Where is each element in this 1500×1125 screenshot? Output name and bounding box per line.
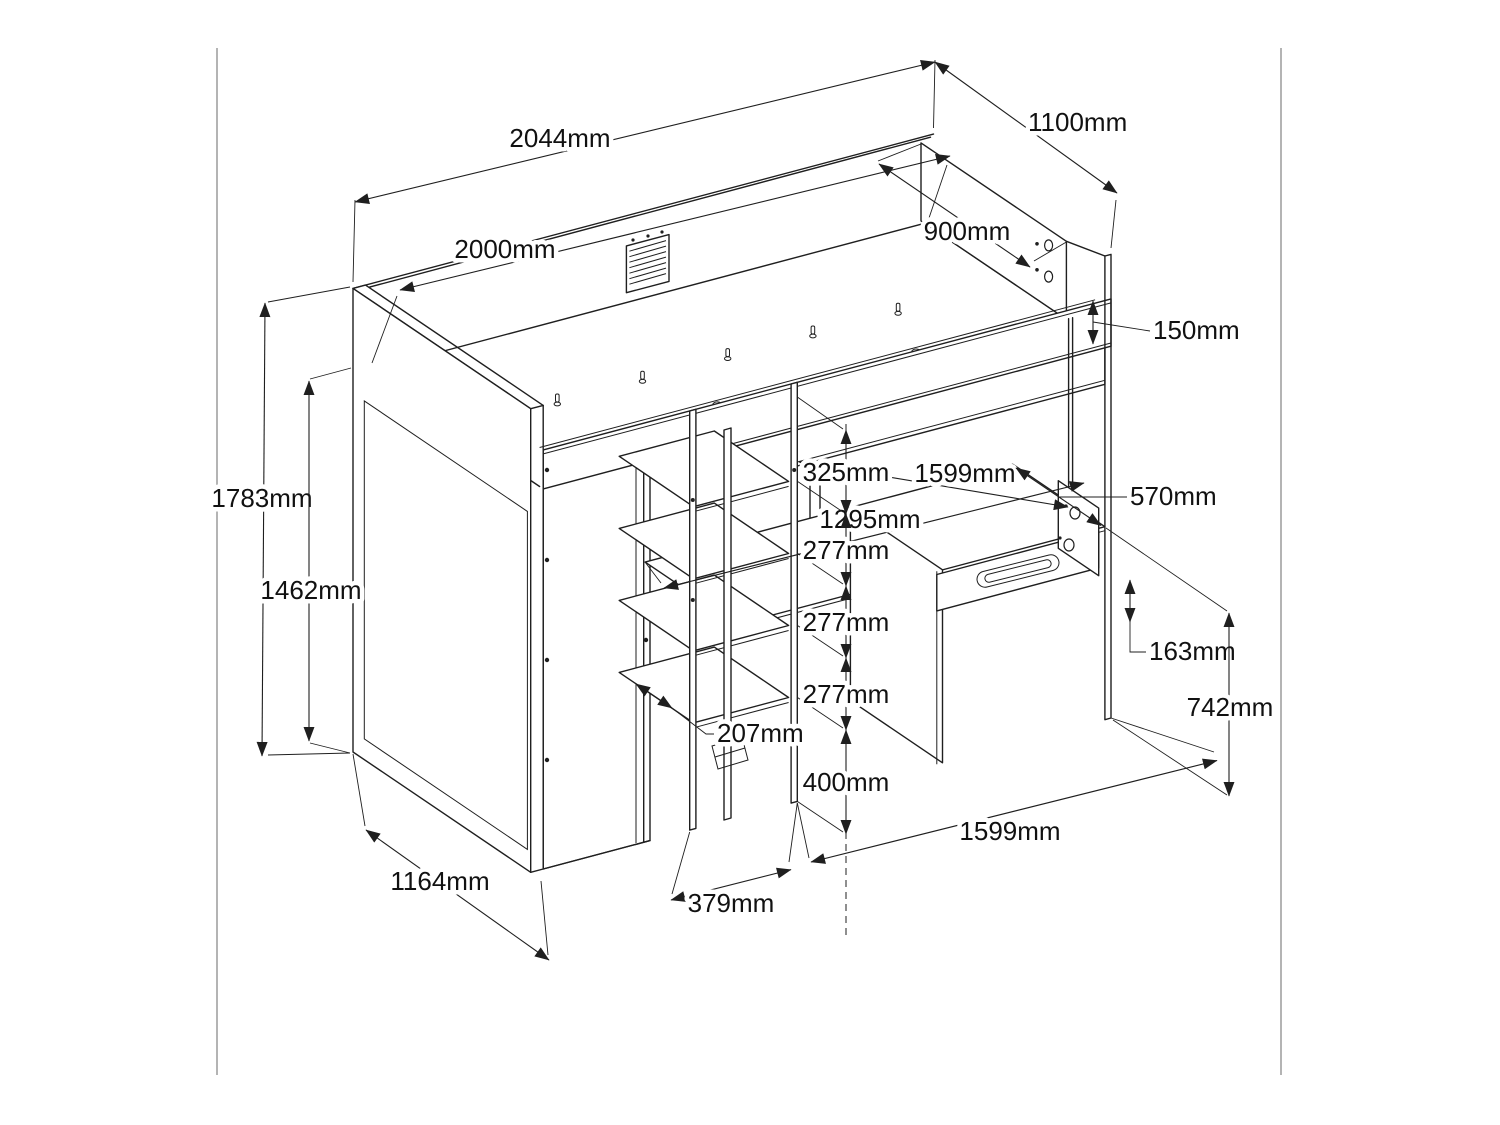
dim-label-1100: 1100mm <box>1028 107 1127 137</box>
floor-detail <box>711 736 749 770</box>
dim-label-163: 163mm <box>1149 636 1236 666</box>
dim-label-150: 150mm <box>1153 315 1240 345</box>
dim-label-400: 400mm <box>803 767 890 797</box>
dim-label-379: 379mm <box>688 888 775 918</box>
dim-742: 742mm <box>1105 527 1278 797</box>
dim-1100: 1100mm <box>934 61 1132 249</box>
dim-label-742: 742mm <box>1187 692 1274 722</box>
dim-379: 379mm <box>670 802 798 923</box>
dim-1783: 1783mm <box>207 286 351 757</box>
dim-label-900: 900mm <box>924 216 1011 246</box>
wardrobe-side-face <box>352 287 532 873</box>
vent-grille <box>625 230 670 294</box>
dim-1164: 1164mm <box>352 753 550 961</box>
dim-label-277-low: 277mm <box>803 679 890 709</box>
dim-163: 163mm <box>1124 579 1240 671</box>
dim-1462: 1462mm <box>256 367 366 754</box>
dim-label-1462: 1462mm <box>260 575 361 605</box>
dim-2044: 2044mm <box>352 59 936 283</box>
dim-label-1599-lower: 1599mm <box>959 816 1060 846</box>
dim-chain-shelves: 325mm 277mm 277mm 277mm 400mm <box>797 396 894 940</box>
dim-1599-lower: 1599mm <box>796 717 1218 864</box>
dim-label-2000: 2000mm <box>454 234 555 264</box>
dim-label-570: 570mm <box>1130 481 1217 511</box>
dim-label-1783: 1783mm <box>211 483 312 513</box>
dim-label-1295: 1295mm <box>819 504 920 534</box>
shelf-left-stringer <box>689 408 697 831</box>
dim-label-2044: 2044mm <box>509 123 610 153</box>
dim-900: 900mm <box>877 143 1067 268</box>
wardrobe <box>352 287 651 873</box>
dim-label-277-mid: 277mm <box>803 607 890 637</box>
dimensions: 2044mm 1100mm 2000mm 900mm 150mm 1783mm <box>207 59 1278 961</box>
dim-570: 570mm <box>1015 467 1221 526</box>
dim-label-1599-upper: 1599mm <box>914 458 1015 488</box>
dim-207: 207mm <box>635 683 808 753</box>
dim-label-1164: 1164mm <box>390 866 489 896</box>
wardrobe-front-face <box>542 459 651 870</box>
dim-150: 150mm <box>1087 300 1244 350</box>
dim-label-277-top: 277mm <box>803 535 890 565</box>
ladder-stringer <box>723 427 732 821</box>
dim-label-325: 325mm <box>803 457 890 487</box>
dim-label-207: 207mm <box>717 718 804 748</box>
